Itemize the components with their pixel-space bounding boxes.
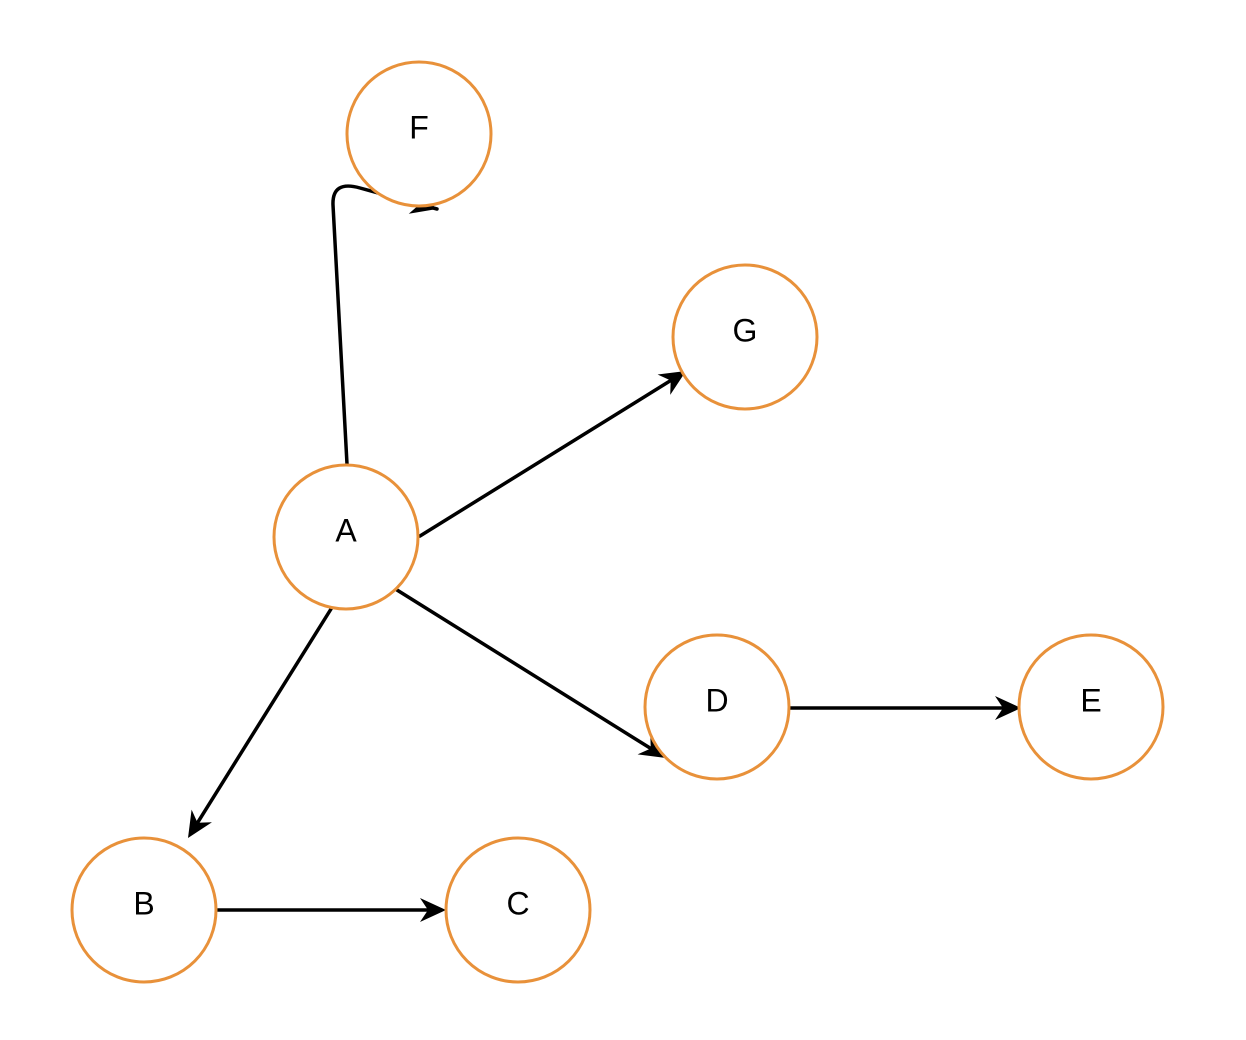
edge-a-to-g[interactable] [418,371,686,538]
node-circle [671,263,819,411]
node-circle [345,60,493,208]
edge-line [418,377,675,538]
node-c[interactable]: C [444,836,592,984]
edges-layer [188,184,1021,922]
node-f[interactable]: F [345,60,493,208]
node-a[interactable]: A [272,463,420,611]
node-label: E [1080,682,1101,718]
node-circle [272,463,420,611]
node-circle [444,836,592,984]
node-label: A [335,512,357,548]
nodes-layer: A B C D E F G [70,60,1165,984]
node-b[interactable]: B [70,836,218,984]
node-circle [643,633,791,781]
edge-line [331,184,439,466]
edge-line [194,607,333,827]
edge-a-to-f[interactable] [331,184,439,466]
node-label: G [733,312,758,348]
edge-b-to-c[interactable] [216,898,446,922]
edge-a-to-d[interactable] [395,588,666,758]
node-label: D [705,682,728,718]
node-label: F [409,109,429,145]
arrowhead-icon [188,809,212,838]
arrowhead-icon [657,371,686,395]
edge-a-to-b[interactable] [188,607,333,838]
edge-line [395,588,655,752]
node-circle [70,836,218,984]
node-circle [1017,633,1165,781]
node-label: B [133,885,154,921]
node-d[interactable]: D [643,633,791,781]
arrowhead-icon [995,696,1021,720]
node-e[interactable]: E [1017,633,1165,781]
arrowhead-icon [420,898,446,922]
node-label: C [506,885,529,921]
node-g[interactable]: G [671,263,819,411]
edge-d-to-e[interactable] [788,696,1021,720]
